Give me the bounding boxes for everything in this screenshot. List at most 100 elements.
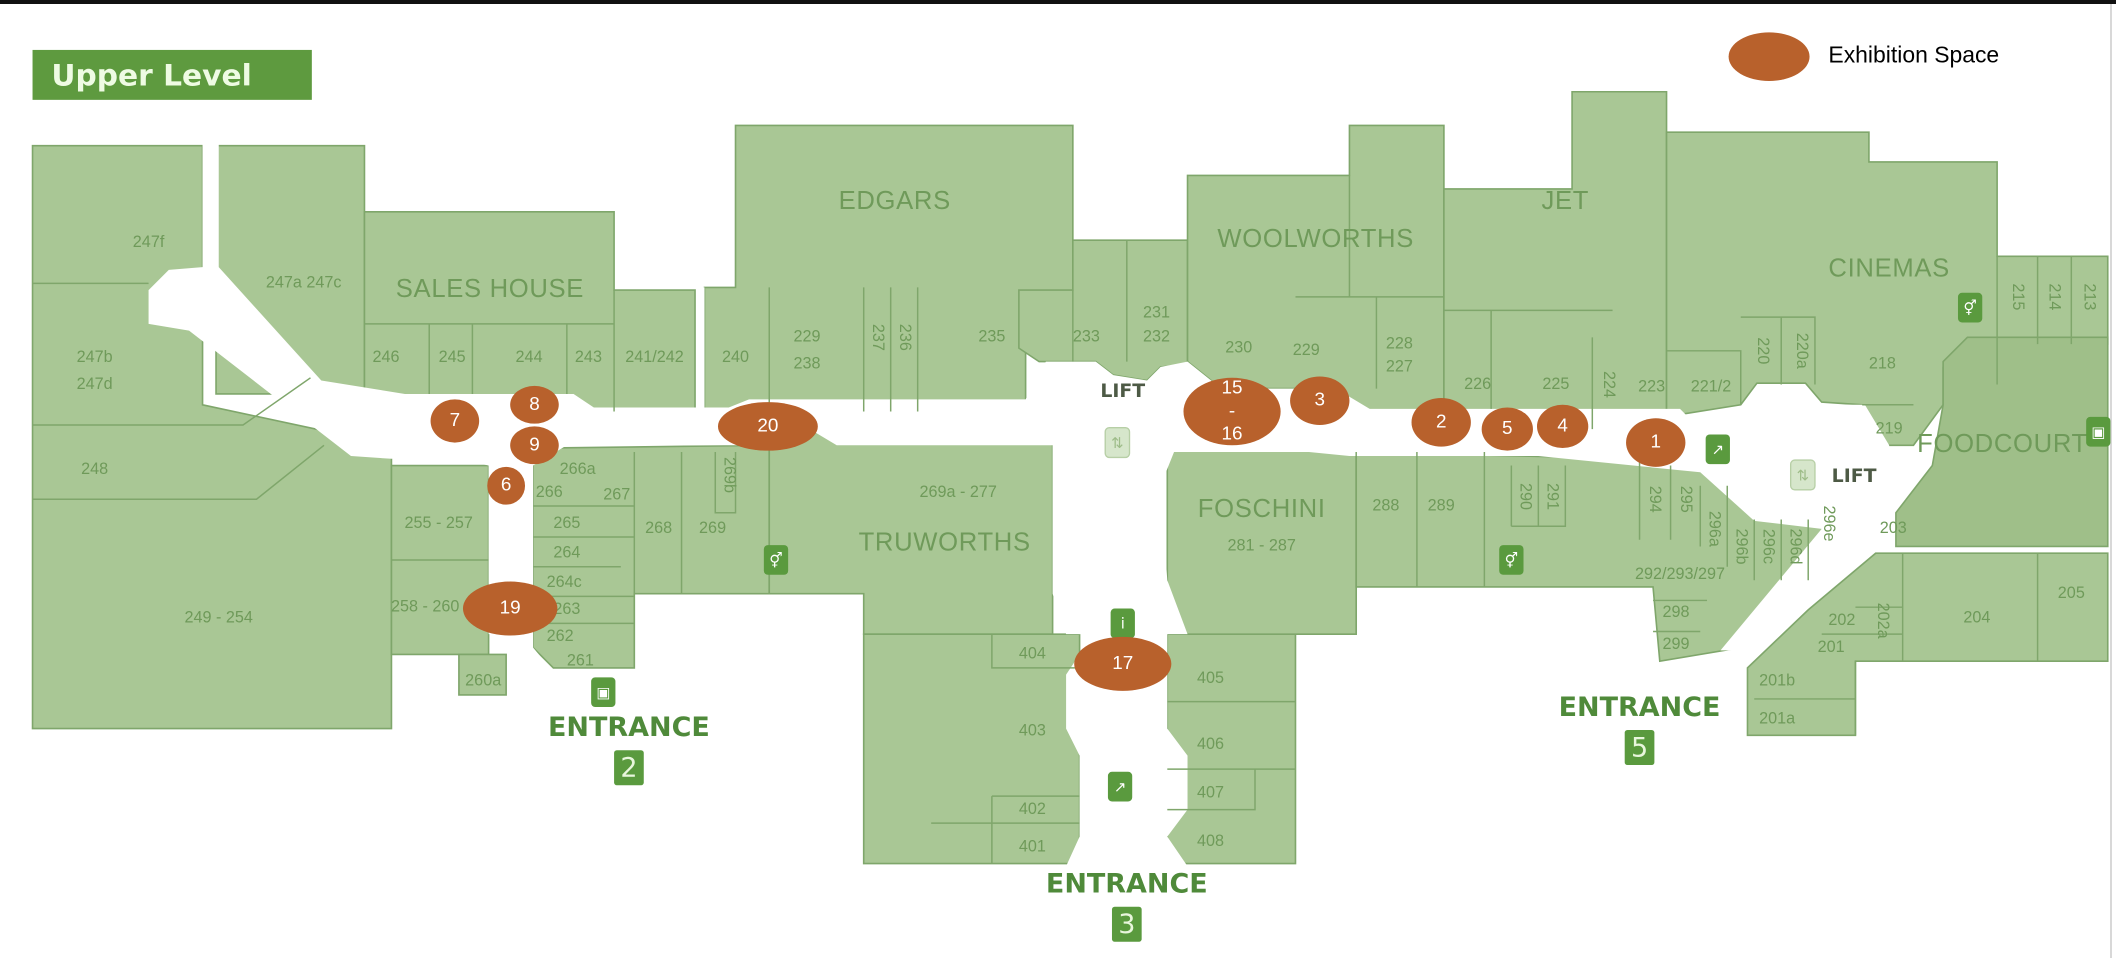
shop-290[interactable]: 290 <box>1517 483 1535 510</box>
shop-235[interactable]: 235 <box>978 328 1005 346</box>
shop-255-257[interactable]: 255 - 257 <box>404 514 472 532</box>
shop-299[interactable]: 299 <box>1662 635 1689 653</box>
shop-401[interactable]: 401 <box>1019 838 1046 856</box>
anchor-store-foschini[interactable]: FOSCHINI <box>1198 495 1326 523</box>
exhibition-marker[interactable] <box>1411 398 1471 447</box>
exhibition-space-6[interactable]: 6 <box>487 466 526 505</box>
shop-214[interactable]: 214 <box>2045 283 2063 310</box>
exhibition-space-9[interactable]: 9 <box>510 426 559 465</box>
exhibition-marker[interactable] <box>1183 377 1281 446</box>
exhibition-space-17[interactable]: 17 <box>1074 636 1172 691</box>
shop-294[interactable]: 294 <box>1646 486 1664 513</box>
shop-220a[interactable]: 220a <box>1793 333 1811 369</box>
shop-248[interactable]: 248 <box>81 460 108 478</box>
shop-298[interactable]: 298 <box>1662 603 1689 621</box>
shop-201a[interactable]: 201a <box>1759 709 1795 727</box>
shop-405[interactable]: 405 <box>1197 669 1224 687</box>
shop-260a[interactable]: 260a <box>465 672 501 690</box>
anchor-store-truworths[interactable]: TRUWORTHS <box>859 529 1031 557</box>
shop-227[interactable]: 227 <box>1386 357 1413 375</box>
shop-296d[interactable]: 296d <box>1786 528 1804 564</box>
shop-265[interactable]: 265 <box>553 514 580 532</box>
shop-261[interactable]: 261 <box>567 651 594 669</box>
shop-249-254[interactable]: 249 - 254 <box>185 608 253 626</box>
shop-295[interactable]: 295 <box>1677 486 1695 513</box>
shop-244[interactable]: 244 <box>516 348 543 366</box>
exhibition-space-1[interactable]: 1 <box>1626 418 1686 467</box>
shop-269[interactable]: 269 <box>699 519 726 537</box>
anchor-store-edgars[interactable]: EDGARS <box>839 187 951 215</box>
shop-201[interactable]: 201 <box>1818 638 1845 656</box>
shop-258-260[interactable]: 258 - 260 <box>391 597 459 615</box>
shop-247b[interactable]: 247b <box>77 348 113 366</box>
shop-223[interactable]: 223 <box>1638 378 1665 396</box>
shop-404[interactable]: 404 <box>1019 645 1046 663</box>
exhibition-marker[interactable] <box>430 399 480 443</box>
shop-224[interactable]: 224 <box>1600 371 1618 398</box>
exhibition-marker[interactable] <box>717 402 818 451</box>
shop-238[interactable]: 238 <box>794 355 821 373</box>
exhibition-marker[interactable] <box>462 581 558 636</box>
shop-230[interactable]: 230 <box>1225 338 1252 356</box>
shop-246[interactable]: 246 <box>373 348 400 366</box>
shop-220[interactable]: 220 <box>1754 337 1772 364</box>
exhibition-space-2[interactable]: 2 <box>1411 398 1471 447</box>
shop-266a[interactable]: 266a <box>560 460 596 478</box>
shop-296c[interactable]: 296c <box>1759 529 1777 564</box>
exhibition-marker[interactable] <box>1537 404 1589 448</box>
shop-403[interactable]: 403 <box>1019 722 1046 740</box>
shop-232[interactable]: 232 <box>1143 328 1170 346</box>
shop-213[interactable]: 213 <box>2081 283 2099 310</box>
shop-407[interactable]: 407 <box>1197 784 1224 802</box>
shop-262[interactable]: 262 <box>547 627 574 645</box>
shop-296b[interactable]: 296b <box>1732 528 1750 564</box>
shop-264c[interactable]: 264c <box>547 573 582 591</box>
exhibition-space-5[interactable]: 5 <box>1481 407 1533 451</box>
shop-219[interactable]: 219 <box>1876 419 1903 437</box>
shop-202[interactable]: 202 <box>1828 611 1855 629</box>
shop-268[interactable]: 268 <box>645 519 672 537</box>
shop-237[interactable]: 237 <box>869 324 887 351</box>
shop-289[interactable]: 289 <box>1428 496 1455 514</box>
shop-269a-277[interactable]: 269a - 277 <box>919 483 996 501</box>
exhibition-marker[interactable] <box>1626 418 1686 467</box>
shop-231[interactable]: 231 <box>1143 303 1170 321</box>
shop-264[interactable]: 264 <box>553 543 580 561</box>
shop-292-293-297[interactable]: 292/293/297 <box>1635 565 1725 583</box>
shop-408[interactable]: 408 <box>1197 832 1224 850</box>
shop-225[interactable]: 225 <box>1542 375 1569 393</box>
shop-247d[interactable]: 247d <box>77 375 113 393</box>
shop-281-287[interactable]: 281 - 287 <box>1228 537 1296 555</box>
exhibition-marker[interactable] <box>510 385 559 424</box>
shop-247a-247c[interactable]: 247a 247c <box>266 274 342 292</box>
exhibition-space-3[interactable]: 3 <box>1290 376 1350 426</box>
anchor-store-cinemas[interactable]: CINEMAS <box>1828 255 1949 283</box>
shop-228[interactable]: 228 <box>1386 334 1413 352</box>
anchor-store-woolworths[interactable]: WOOLWORTHS <box>1217 225 1414 253</box>
shop-269b[interactable]: 269b <box>720 457 738 493</box>
shop-245[interactable]: 245 <box>439 348 466 366</box>
shop-241-242[interactable]: 241/242 <box>625 348 684 366</box>
shop-288[interactable]: 288 <box>1372 496 1399 514</box>
shop-203[interactable]: 203 <box>1880 519 1907 537</box>
exhibition-space-4[interactable]: 4 <box>1537 404 1589 448</box>
shop-204[interactable]: 204 <box>1963 608 1990 626</box>
shop-202a[interactable]: 202a <box>1874 603 1892 639</box>
shop-263[interactable]: 263 <box>553 600 580 618</box>
exhibition-space-20[interactable]: 20 <box>717 402 818 451</box>
shop-266[interactable]: 266 <box>536 483 563 501</box>
anchor-store-jet[interactable]: JET <box>1542 187 1590 215</box>
shop-205[interactable]: 205 <box>2058 584 2085 602</box>
shop-406[interactable]: 406 <box>1197 735 1224 753</box>
shop-240[interactable]: 240 <box>722 348 749 366</box>
shop-402[interactable]: 402 <box>1019 800 1046 818</box>
exhibition-marker[interactable] <box>1290 376 1350 426</box>
exhibition-marker[interactable] <box>487 466 526 505</box>
anchor-store-foodcourt[interactable]: FOODCOURT <box>1917 430 2088 458</box>
shop-247f[interactable]: 247f <box>133 233 165 251</box>
exhibition-space-19[interactable]: 19 <box>462 581 558 636</box>
shop-201b[interactable]: 201b <box>1759 672 1795 690</box>
